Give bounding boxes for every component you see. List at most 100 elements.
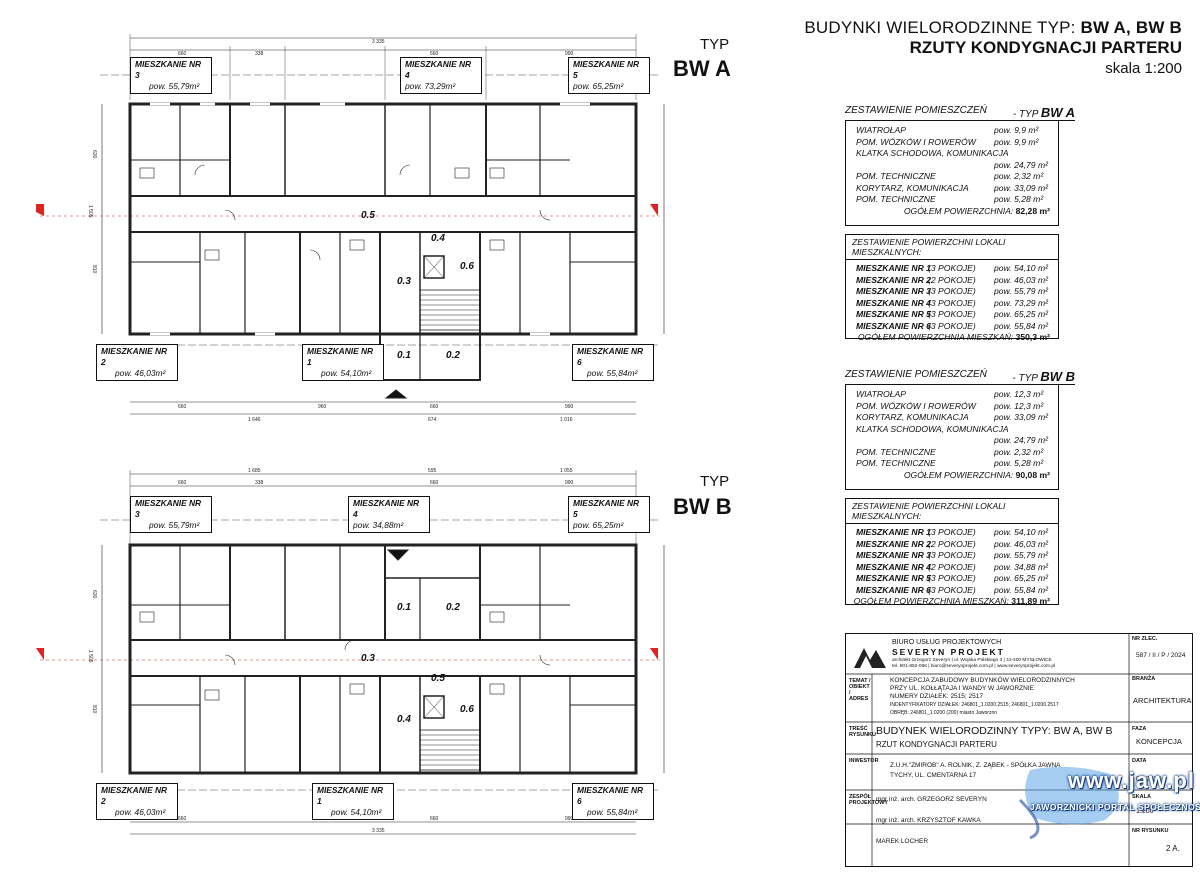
row-value: pow. 12,3 m² (994, 389, 1044, 399)
room-row: KLATKA SCHODOWA, KOMUNIKACJA (846, 148, 1058, 160)
dim-bottom-2: 660 (430, 404, 439, 410)
room-0.4: 0.4 (431, 233, 445, 244)
dim-top-overall: 3 335 (372, 39, 385, 45)
row-label: POM. TECHNICZNE (856, 171, 936, 181)
row-value: pow. 55,84 m² (994, 320, 1048, 331)
plan-b-typ-label: TYP (700, 473, 730, 490)
row-value: pow. 2,32 m² (994, 171, 1044, 181)
room-row: pow. 24,79 m² (846, 435, 1058, 447)
data-label: DATA (1132, 758, 1147, 764)
branza-value: ARCHITEKTURA (1133, 696, 1192, 705)
row-label: KLATKA SCHODOWA, KOMUNIKACJA (856, 148, 1009, 158)
plan-b-typ-name: BW B (673, 494, 732, 519)
summary-a-title: ZESTAWIENIE POMIESZCZEŃ - TYP BW A (845, 105, 1075, 121)
flats-title: ZESTAWIENIE POWIERZCHNI LOKALI MIESZKALN… (846, 235, 1058, 260)
row-rooms: (3 POKOJE) (928, 286, 976, 296)
row-value: pow. 55,84 m² (994, 584, 1048, 595)
dim-bottom-3: 990 (565, 816, 574, 822)
apt-area: pow. 54,10m² (321, 368, 372, 378)
summary-type-prefix: - TYP (1012, 109, 1039, 120)
temat-line: INDENTYFIKATORY DZIAŁEK: 246801_1.0200.2… (890, 702, 1059, 708)
row-value: pow. 33,09 m² (994, 412, 1048, 422)
flat-row: MIESZKANIE NR 4(2 POKOJE)pow. 34,88 m² (846, 562, 1058, 574)
summary-b-flats-total: OGÓŁEM POWIERZCHNIA MIESZKAŃ: 311,89 m² (846, 596, 1058, 606)
dim-top-3: 660 (430, 480, 439, 486)
room-0.5: 0.5 (431, 673, 445, 684)
summary-b-flats: ZESTAWIENIE POWIERZCHNI LOKALI MIESZKALN… (845, 498, 1059, 606)
zespol-line1: mgr inż. arch. GRZEGORZ SEVERYN (876, 796, 987, 803)
zespol-line2: mgr inż. arch. KRZYSZTOF KAWKA (876, 817, 981, 824)
tresc-label: TREŚĆ RYSUNKU (849, 726, 876, 738)
dim-top-3: 660 (430, 51, 439, 57)
row-value: pow. 9,9 m² (994, 136, 1039, 147)
row-rooms: (3 POKOJE) (928, 309, 976, 319)
data-value: 05.2024 (1136, 776, 1162, 783)
apt-name: MIESZKANIE NR 4 (353, 498, 420, 519)
row-rooms: (2 POKOJE) (928, 274, 976, 285)
flats-title: ZESTAWIENIE POWIERZCHNI LOKALI MIESZKALN… (846, 499, 1058, 524)
inwestor-label: INWESTOR (849, 758, 879, 764)
row-label: MIESZKANIE NR 2 (856, 274, 931, 285)
row-label: WIATROŁAP (856, 125, 906, 135)
plan-a-apt-4: MIESZKANIE NR 4 pow. 73,29m² (400, 57, 482, 94)
dim-top-4: 990 (565, 51, 574, 57)
row-value: pow. 5,28 m² (994, 194, 1044, 204)
plan-b-apt-5: MIESZKANIE NR 5 pow. 65,25m² (568, 496, 650, 533)
dim-bottom-0: 660 (178, 404, 187, 410)
summary-title-text: ZESTAWIENIE POMIESZCZEŃ (845, 369, 987, 380)
watermark-site: www.jaw.pl (1068, 768, 1195, 793)
nr-zlec-value: 587 / II / P / 2024 (1136, 652, 1186, 659)
row-label: MIESZKANIE NR 1 (856, 527, 931, 537)
dim-top-overall-1: 595 (428, 468, 437, 474)
apt-name: MIESZKANIE NR 2 (101, 346, 168, 367)
flat-row: MIESZKANIE NR 3(3 POKOJE)pow. 55,79 m² (846, 286, 1058, 298)
apt-area: pow. 65,25m² (573, 520, 624, 530)
row-value: pow. 9,9 m² (994, 125, 1039, 135)
dim-top-overall-2: 1 055 (560, 468, 573, 474)
nr-rys-value: 2 A. (1166, 844, 1180, 853)
temat-line: OBRĘB: 246801_1.0200 (200) miasto Jaworz… (890, 710, 998, 716)
severyn-logo-icon (854, 648, 886, 668)
room-0.2: 0.2 (446, 602, 460, 613)
room-0.6: 0.6 (460, 704, 474, 715)
row-label: KORYTARZ, KOMUNIKACJA (856, 412, 969, 422)
apt-area: pow. 65,25m² (573, 81, 624, 91)
dim-top-4: 990 (565, 480, 574, 486)
summary-title-text: ZESTAWIENIE POMIESZCZEŃ (845, 105, 987, 116)
apt-name: MIESZKANIE NR 5 (573, 498, 640, 519)
zespol-label: ZESPÓŁ PROJEKTOWY (849, 794, 889, 806)
flat-row: MIESZKANIE NR 1(3 POKOJE)pow. 54,10 m² (846, 263, 1058, 275)
row-label: KLATKA SCHODOWA, KOMUNIKACJA (856, 423, 1009, 434)
apt-name: MIESZKANIE NR 6 (577, 346, 644, 367)
row-rooms: (2 POKOJE) (928, 561, 976, 572)
apt-area: pow. 54,10m² (331, 807, 382, 817)
inwestor-line2: TYCHY, UL. CMENTARNA 17 (890, 772, 977, 779)
dim-side-0: 630 (91, 590, 97, 599)
row-rooms: (3 POKOJE) (928, 297, 976, 308)
apt-area: pow. 34,88m² (353, 520, 404, 530)
row-value: pow. 2,32 m² (994, 446, 1044, 457)
apt-area: pow. 55,79m² (149, 520, 200, 530)
jaw-watermark: www.jaw.pl JAWORZNICKI PORTAL SPOŁECZNOŚ… (1010, 760, 1200, 840)
company-address: architekt Grzegorz Severyn | ul. Wojska … (892, 658, 1052, 663)
row-value: pow. 33,09 m² (994, 182, 1048, 193)
dim-bottom-0: 660 (178, 816, 187, 822)
room-0.3: 0.3 (397, 276, 411, 287)
plan-b-apt-6: MIESZKANIE NR 6 pow. 55,84m² (572, 783, 654, 820)
row-label: MIESZKANIE NR 5 (856, 573, 931, 583)
zespol-line3: MAREK LOCHER (876, 838, 929, 845)
flat-row: MIESZKANIE NR 1(3 POKOJE)pow. 54,10 m² (846, 527, 1058, 539)
apt-area: pow. 73,29m² (405, 81, 456, 91)
plan-a-apt-5: MIESZKANIE NR 5 pow. 65,25m² (568, 57, 650, 94)
row-rooms: (3 POKOJE) (928, 527, 976, 537)
watermark-tagline: JAWORZNICKI PORTAL SPOŁECZNOŚCIOWY (1030, 802, 1200, 812)
flat-row: MIESZKANIE NR 2(2 POKOJE)pow. 46,03 m² (846, 275, 1058, 287)
flat-row: MIESZKANIE NR 2(2 POKOJE)pow. 46,03 m² (846, 539, 1058, 551)
summary-b-rooms-total: OGÓŁEM POWIERZCHNIA: 90,08 m² (846, 470, 1058, 480)
row-value: pow. 54,10 m² (994, 263, 1048, 273)
dim-side-2: 810 (91, 265, 97, 274)
row-value: pow. 55,79 m² (994, 550, 1048, 560)
